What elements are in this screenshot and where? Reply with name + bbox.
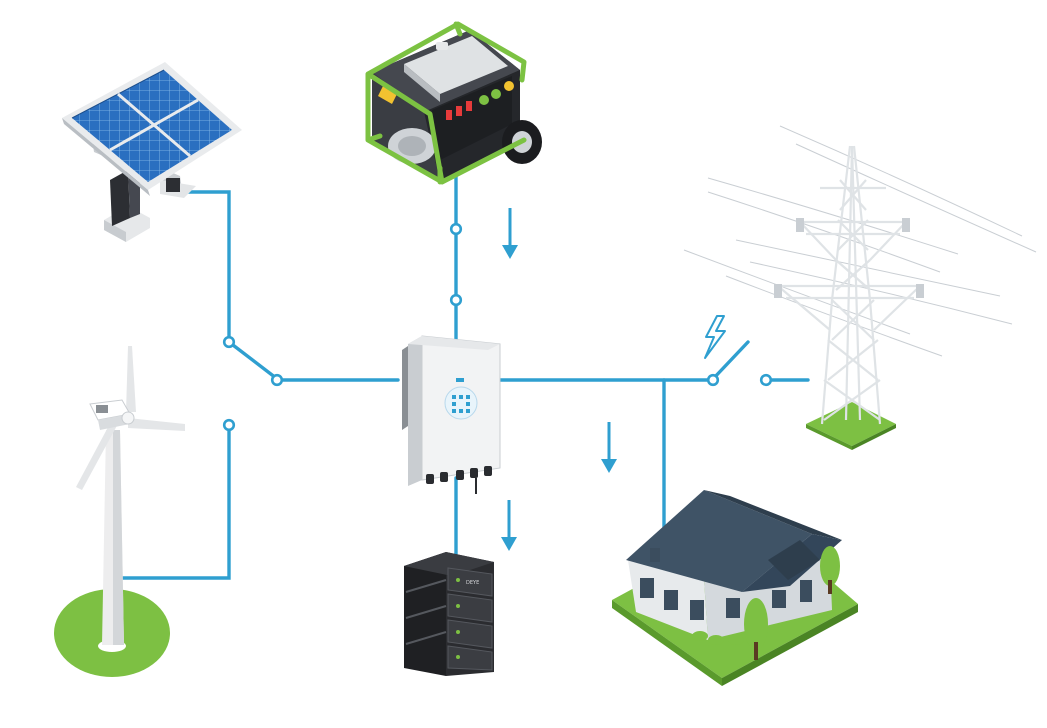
grid-switch-contact-left: [706, 373, 720, 387]
pv-switch-contact-top: [222, 335, 236, 349]
house-icon: [612, 490, 858, 686]
tower-grass: [806, 402, 896, 446]
power-tower-icon: [683, 125, 1037, 450]
gen-switch-contact-bottom: [449, 293, 463, 307]
arrow-down-icon: [501, 500, 517, 551]
flow-arrows: [501, 208, 617, 551]
gen-switch-contact-top: [449, 222, 463, 236]
solar-wire: [181, 190, 231, 344]
wiring: [116, 173, 810, 580]
generator-icon: [365, 21, 542, 185]
tree-icon: [744, 598, 768, 660]
wind-turbine-icon: [54, 346, 185, 677]
wind-wire: [116, 424, 231, 580]
arrow-down-icon: [502, 208, 518, 259]
solar-panel-icon: [62, 62, 242, 242]
grid-switch-blade: [710, 340, 750, 382]
switch-contacts: [222, 222, 773, 432]
arrow-down-icon: [601, 422, 617, 473]
grid-switch-contact-right: [759, 373, 773, 387]
inverter-icon: [402, 335, 501, 494]
pv-switch-contact-bottom: [270, 373, 284, 387]
pv-switch-blade: [227, 340, 278, 380]
battery-modules: [447, 567, 493, 671]
tree-icon: [820, 546, 840, 594]
battery-brand-label: DEYE: [466, 580, 479, 586]
lightning-icon: [704, 315, 726, 359]
battery-stack-icon: DEYE: [404, 552, 494, 676]
wind-switch-contact: [222, 418, 236, 432]
